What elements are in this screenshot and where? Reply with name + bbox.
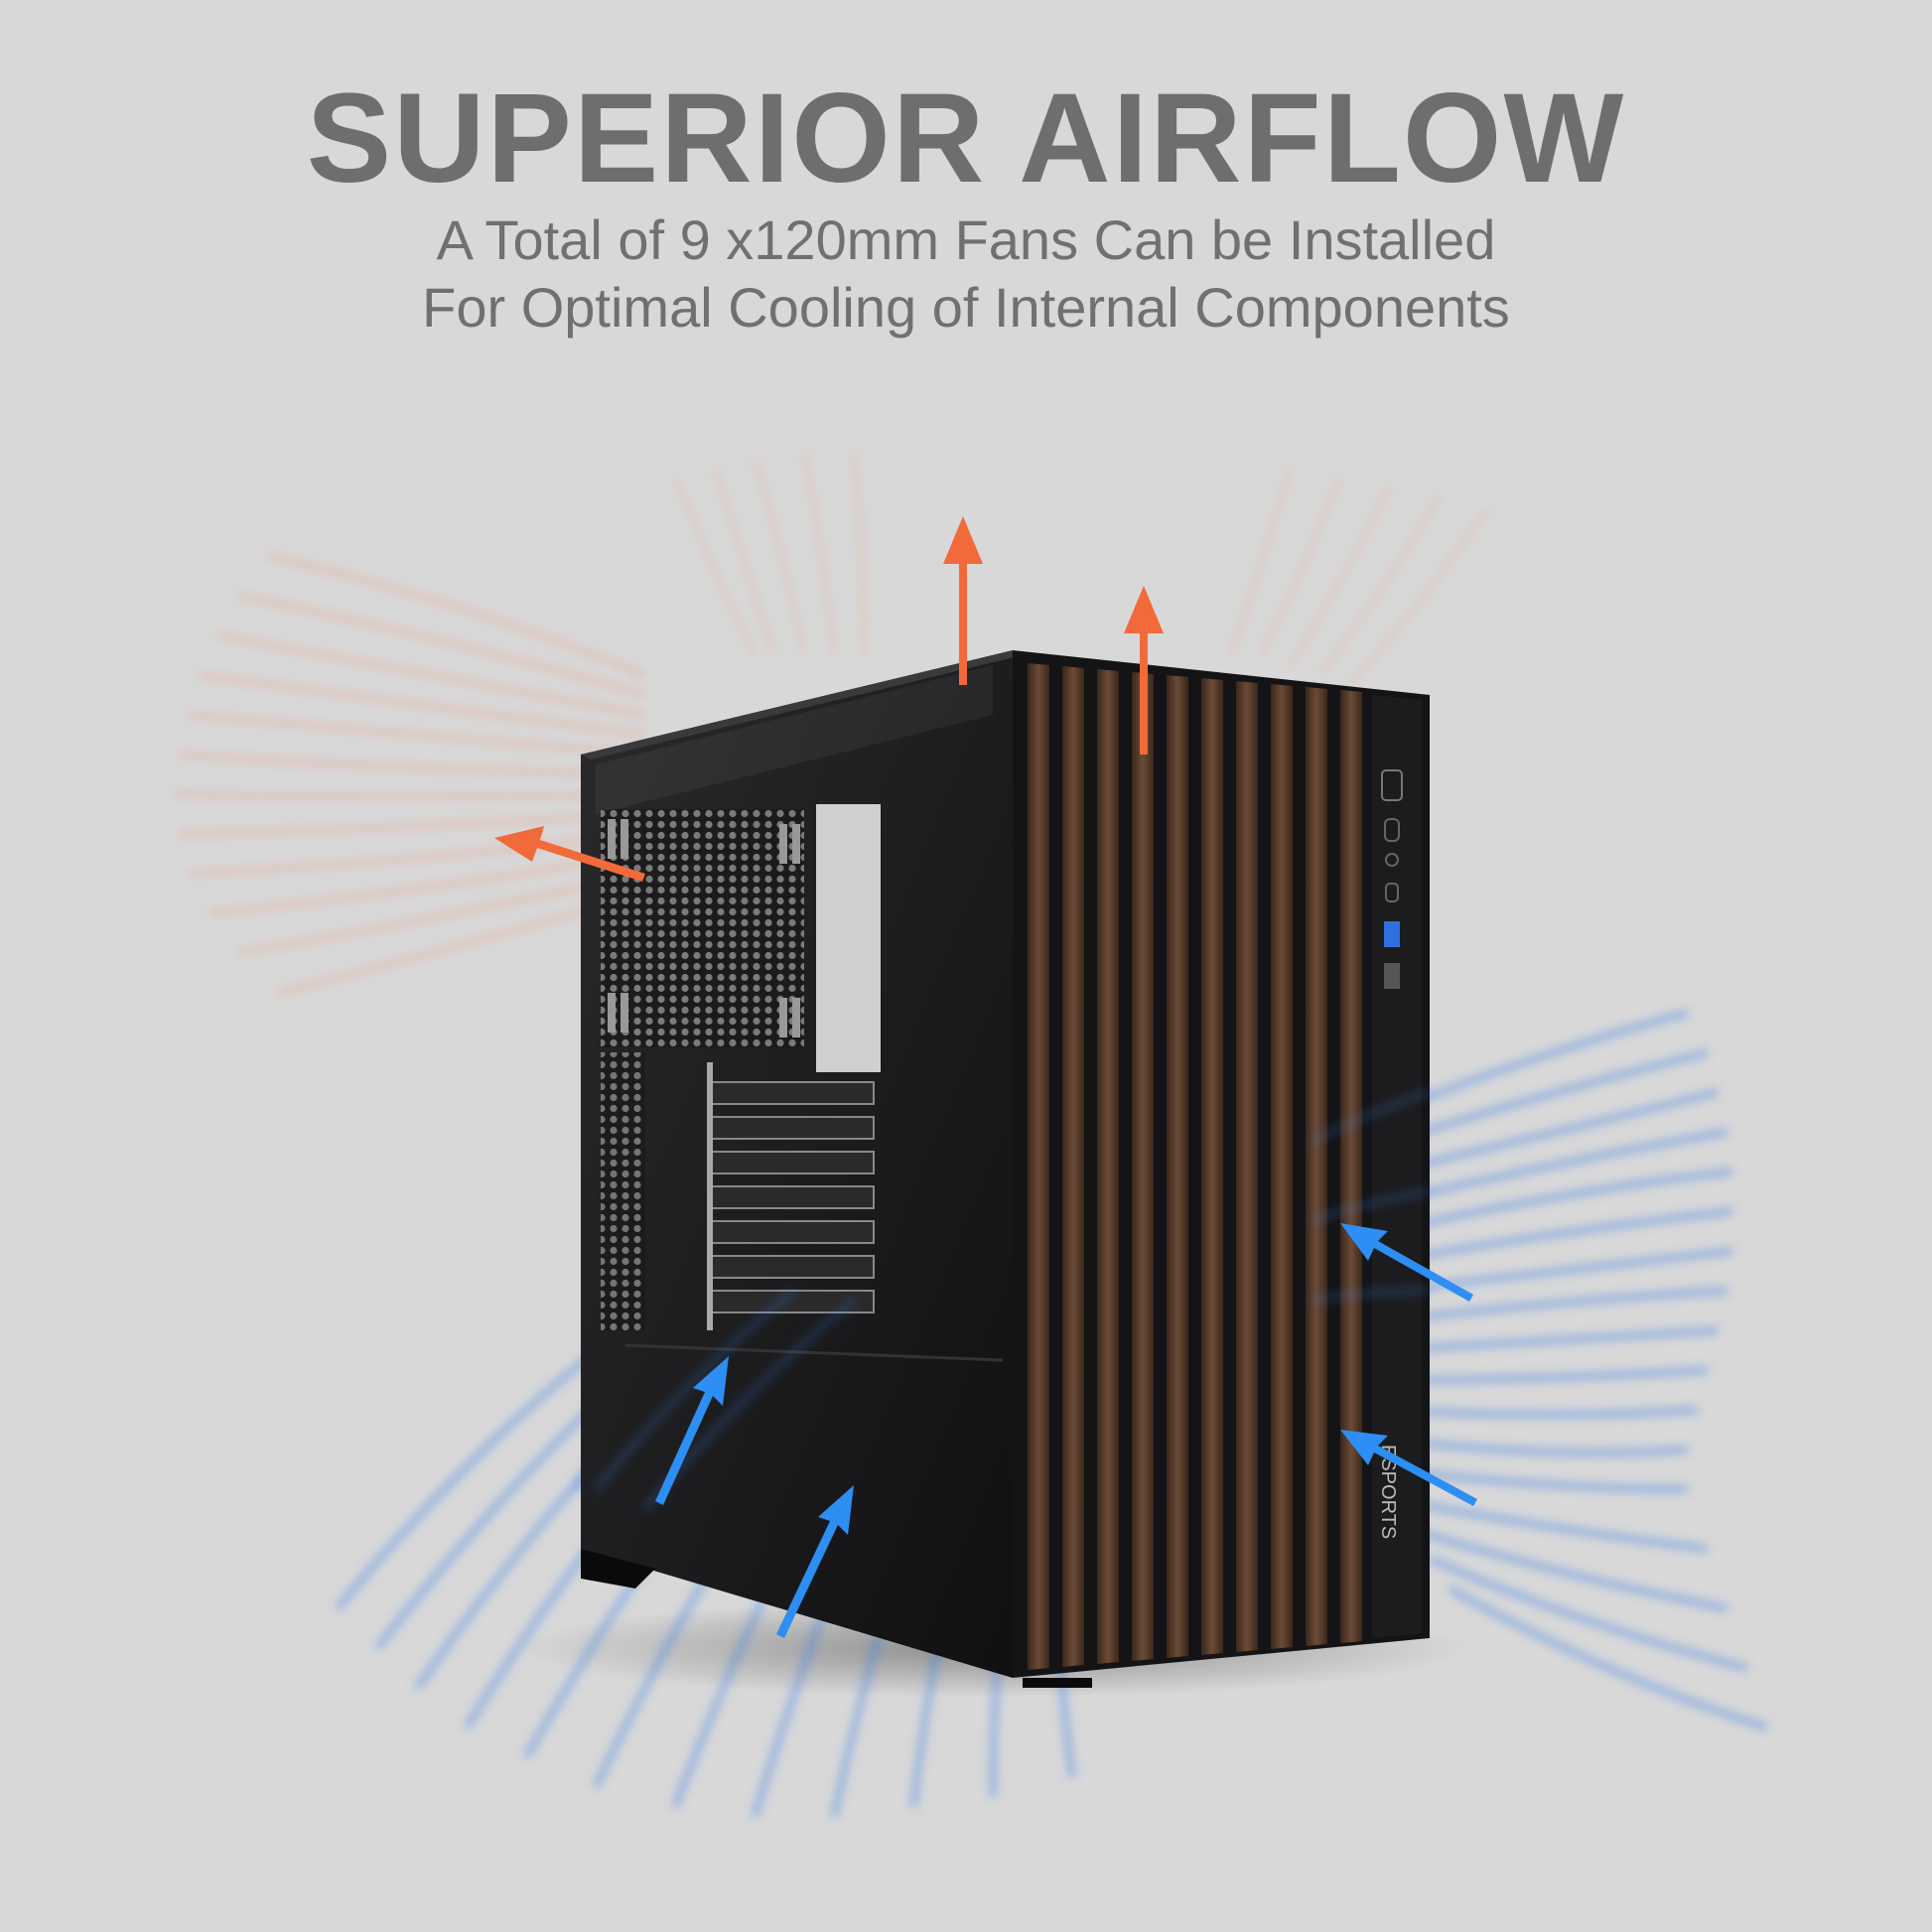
wood-slats <box>1028 663 1362 1670</box>
case-foot-front <box>1023 1678 1092 1688</box>
audio-jack <box>1385 853 1399 867</box>
exhaust-arrow-top-2 <box>1124 586 1164 755</box>
intake-arrow-right-2 <box>1340 1430 1477 1506</box>
usb-c-port <box>1384 818 1400 842</box>
intake-arrow-icon <box>655 1223 1477 1638</box>
power-button <box>1381 769 1403 801</box>
psu-shroud-edge <box>624 1343 1004 1362</box>
tray-slot <box>621 819 628 859</box>
pc-case: ESPORTS <box>581 650 1430 1688</box>
subtitle-line-2: For Optimal Cooling of Internal Componen… <box>422 276 1510 339</box>
case-foot-left <box>581 1549 655 1588</box>
glass-reflection <box>596 665 993 814</box>
subtitle-line-1: A Total of 9 x120mm Fans Can be Installe… <box>436 208 1496 271</box>
intake-arrow-bottom-2 <box>776 1485 854 1638</box>
tray-slot <box>779 824 787 864</box>
usb-a-port-blue <box>1384 921 1400 947</box>
headline: SUPERIOR AIRFLOW <box>306 68 1626 209</box>
intake-arrow-right-1 <box>1340 1223 1473 1302</box>
intake-streaks-right <box>1388 1010 1768 1730</box>
intake-arrow-bottom-1 <box>655 1356 729 1505</box>
tray-slot <box>621 993 628 1033</box>
top-edge <box>581 650 1023 759</box>
pci-slots <box>707 1062 875 1330</box>
exhaust-arrow-top-1 <box>943 516 983 685</box>
brand-label: ESPORTS <box>1377 1445 1399 1539</box>
tray-slot <box>608 819 616 859</box>
exhaust-arrow-left <box>494 826 645 882</box>
tray-slot <box>792 824 800 864</box>
tray-slot <box>779 998 787 1037</box>
exhaust-arrow-icon <box>494 516 1164 882</box>
tray-slot <box>792 998 800 1037</box>
reset-button <box>1385 883 1399 902</box>
mesh-panel-lower <box>601 1052 645 1330</box>
mesh-panel-upper <box>601 809 804 1047</box>
cable-cover <box>816 804 881 1072</box>
tray-slot <box>608 993 616 1033</box>
usb-a-port <box>1384 963 1400 989</box>
exhaust-streaks-left <box>173 553 646 996</box>
exhaust-streaks-top <box>672 451 1492 687</box>
